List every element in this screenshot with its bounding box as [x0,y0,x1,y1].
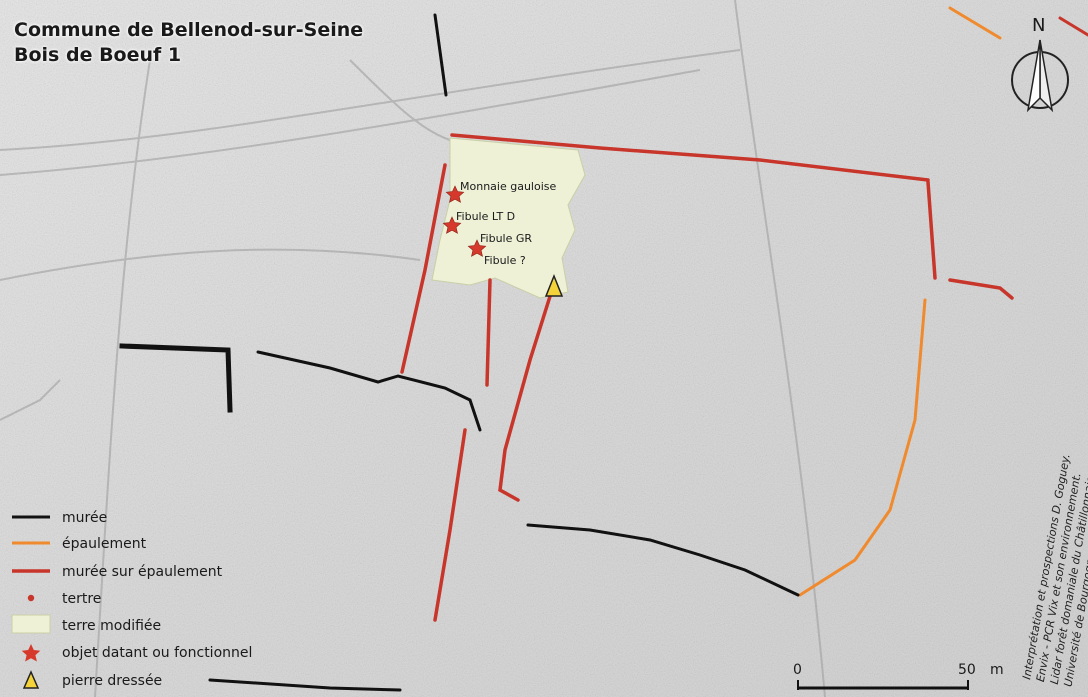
legend-label-terre-modifiee: terre modifiée [62,618,161,634]
triangle-icon [544,273,564,297]
terrain-tracks [0,0,826,697]
muree-sur-epaulement-lines [400,133,1014,622]
legend-label-muree: murée [62,510,107,526]
legend-label-muree-sur-epaulement: murée sur épaulement [62,564,223,580]
corner-fragments [948,6,1088,40]
svg-text:N: N [1032,15,1045,36]
legend-label-epaulement: épaulement [62,536,147,552]
star-icon [445,185,465,203]
north-arrow: N [1011,15,1069,113]
star-icon [467,239,487,257]
muree-lines [208,13,800,692]
map-title: Commune de Bellenod-sur-Seine Bois de Bo… [14,18,363,68]
legend: murée épaulement murée sur épaulement te… [11,510,252,689]
scale-end: 50 [958,662,976,678]
object-label: Fibule GR [480,232,532,245]
object-label: Fibule LT D [456,210,515,223]
triangle-icon [22,670,40,689]
scale-start: 0 [793,662,802,678]
map-title-line1: Commune de Bellenod-sur-Seine [14,19,364,41]
epaulement-lines [798,298,927,597]
object-markers [442,185,487,257]
object-label: Fibule ? [484,254,526,267]
object-label: Monnaie gauloise [460,180,556,193]
map-title-line2: Bois de Boeuf 1 [14,44,182,66]
star-icon [442,216,462,234]
scale-bar: 0 50 m [793,662,1004,690]
legend-label-pierre-dressee: pierre dressée [62,673,162,689]
star-icon [21,644,41,662]
legend-label-tertre: tertre [62,591,101,607]
scale-unit: m [990,662,1004,678]
legend-label-objet-datant: objet datant ou fonctionnel [62,645,252,661]
muree-thick-segment [119,343,233,413]
